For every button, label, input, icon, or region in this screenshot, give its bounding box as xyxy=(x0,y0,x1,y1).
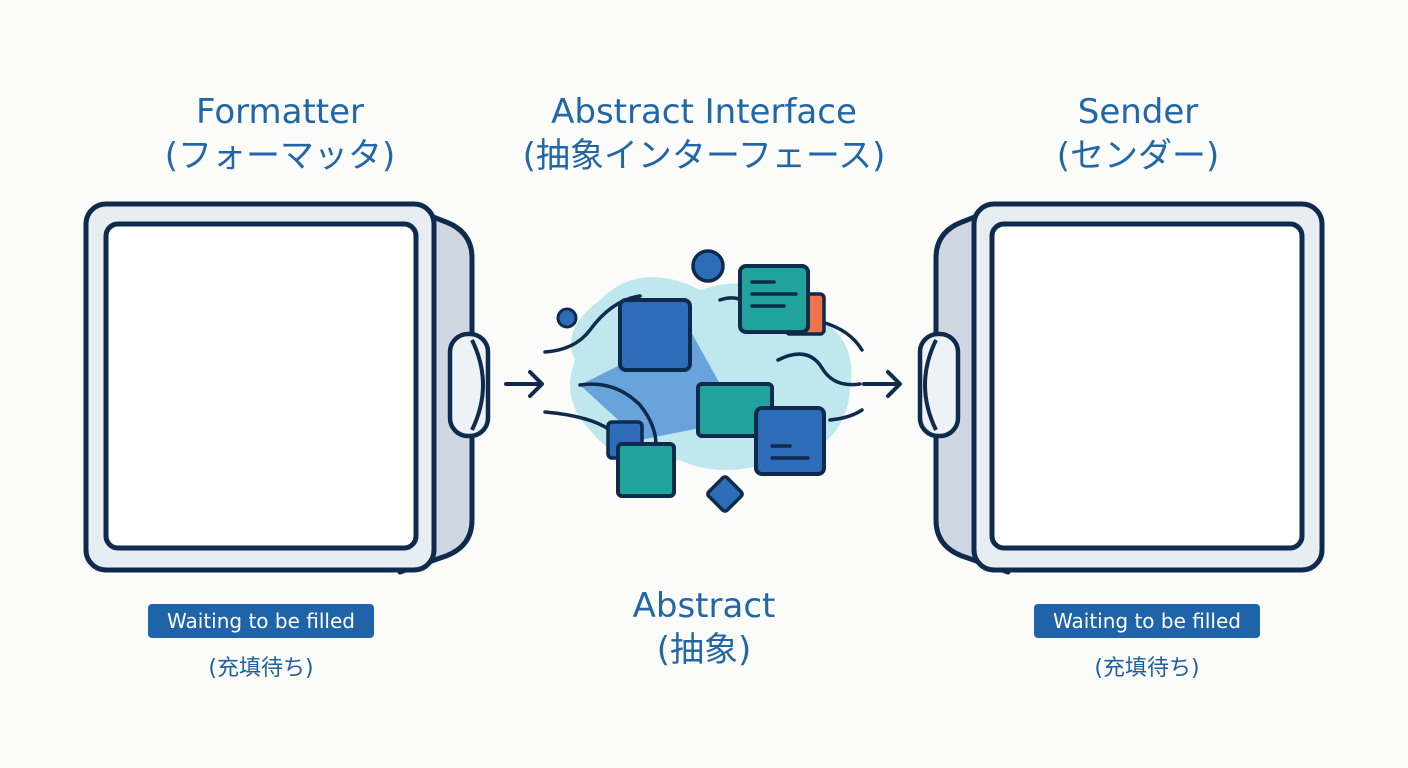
circle-large xyxy=(691,249,725,283)
abstract-interface-title-en: Abstract Interface xyxy=(551,92,857,132)
abstract-interface-title-ja: (抽象インターフェース) xyxy=(522,136,886,176)
arrow-left-to-center xyxy=(504,370,544,398)
sender-status-badge: Waiting to be filled xyxy=(1034,604,1260,638)
document-card xyxy=(738,264,810,334)
formatter-status-ja: (充填待ち) xyxy=(208,656,314,681)
formatter-frame xyxy=(83,201,491,575)
abstract-label-en: Abstract xyxy=(632,586,776,626)
abstract-label-ja: (抽象) xyxy=(656,630,752,670)
teal-square xyxy=(616,442,676,498)
sender-title-ja: (センダー) xyxy=(1056,136,1220,176)
abstract-shapes-cluster xyxy=(543,249,864,513)
formatter-title-ja: (フォーマッタ) xyxy=(164,136,396,176)
sender-title: Sender (センダー) xyxy=(988,90,1288,178)
blue-square xyxy=(618,298,692,372)
sender-title-en: Sender xyxy=(1077,92,1199,132)
arrow-center-to-right xyxy=(862,370,902,398)
blue-diamond xyxy=(706,475,744,513)
sender-status-ja: (充填待ち) xyxy=(1094,656,1200,681)
formatter-status-badge: Waiting to be filled xyxy=(148,604,374,638)
formatter-title: Formatter (フォーマッタ) xyxy=(130,90,430,178)
formatter-title-en: Formatter xyxy=(195,92,365,132)
circle-small xyxy=(556,307,578,329)
abstract-interface-title: Abstract Interface (抽象インターフェース) xyxy=(474,90,934,178)
blue-card xyxy=(754,406,826,476)
abstract-label: Abstract (抽象) xyxy=(554,584,854,672)
sender-frame xyxy=(917,201,1325,575)
